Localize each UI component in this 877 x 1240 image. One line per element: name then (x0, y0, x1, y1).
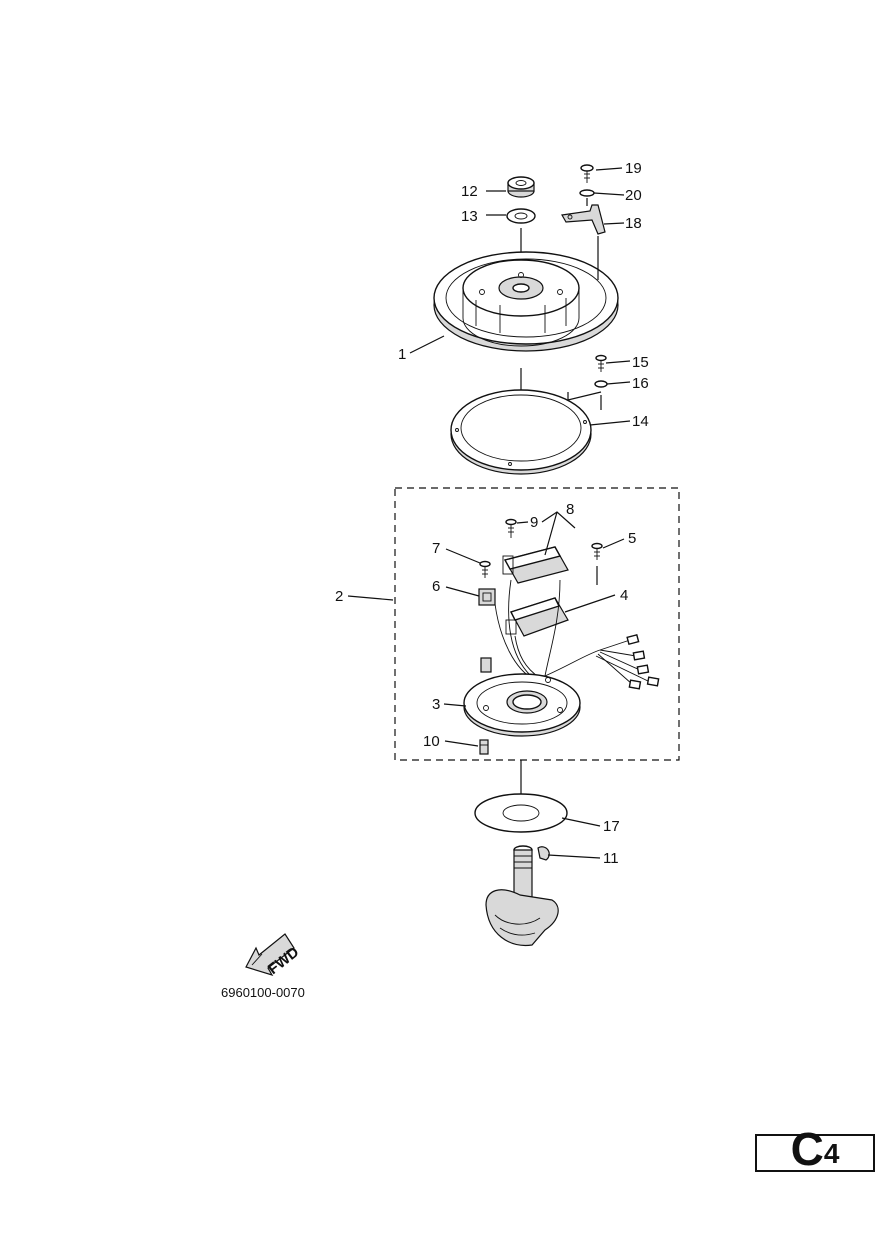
callout-19: 19 (625, 160, 642, 177)
callout-5: 5 (628, 530, 636, 547)
callout-2: 2 (335, 588, 343, 605)
callout-6: 6 (432, 578, 440, 595)
part-cdi-unit (502, 546, 569, 584)
part-charge-coil (505, 597, 569, 637)
callout-labels: 12 13 19 20 18 1 15 16 14 8 9 5 7 6 4 2 … (335, 160, 649, 867)
callout-9: 9 (530, 514, 538, 531)
part-bolt-10 (479, 739, 489, 755)
part-crankshaft (485, 845, 559, 947)
callout-4: 4 (620, 587, 628, 604)
callout-1: 1 (398, 346, 406, 363)
assembly-boundary (394, 487, 680, 761)
callout-11: 11 (603, 850, 619, 867)
callout-14: 14 (632, 413, 649, 430)
callout-20: 20 (625, 187, 642, 204)
wire-harness (494, 579, 660, 690)
part-nut (507, 176, 535, 198)
callout-16: 16 (632, 375, 649, 392)
part-pulser-coil (478, 588, 496, 606)
part-screw-5 (591, 542, 603, 560)
callout-13: 13 (461, 208, 478, 225)
callout-8: 8 (566, 501, 574, 518)
part-woodruff-key (537, 846, 550, 861)
part-large-washer (474, 793, 568, 833)
callout-17: 17 (603, 818, 620, 835)
part-flywheel (433, 251, 619, 352)
part-screw-7 (479, 560, 491, 578)
part-bolt-top (580, 164, 594, 183)
part-bracket (561, 204, 606, 235)
callout-12: 12 (461, 183, 478, 200)
part-base-plate (463, 657, 581, 737)
part-plate-ring (450, 389, 592, 475)
part-washer-16 (594, 380, 608, 388)
page-section-number: 4 (823, 1138, 840, 1169)
part-screw-9 (505, 518, 517, 538)
page-section-box: C 4 (755, 1126, 875, 1172)
part-small-washer (579, 189, 595, 197)
page-section-letter: C (790, 1123, 824, 1175)
drawing-code: 6960100-0070 (221, 985, 305, 1000)
callout-7: 7 (432, 540, 440, 557)
leader-lines (347, 167, 631, 859)
callout-15: 15 (632, 354, 649, 371)
callout-18: 18 (625, 215, 642, 232)
callout-3: 3 (432, 696, 440, 713)
part-screw-15 (595, 354, 607, 372)
fwd-arrow-icon: FWD (245, 933, 302, 978)
part-washer (506, 208, 536, 224)
callout-10: 10 (423, 733, 440, 750)
